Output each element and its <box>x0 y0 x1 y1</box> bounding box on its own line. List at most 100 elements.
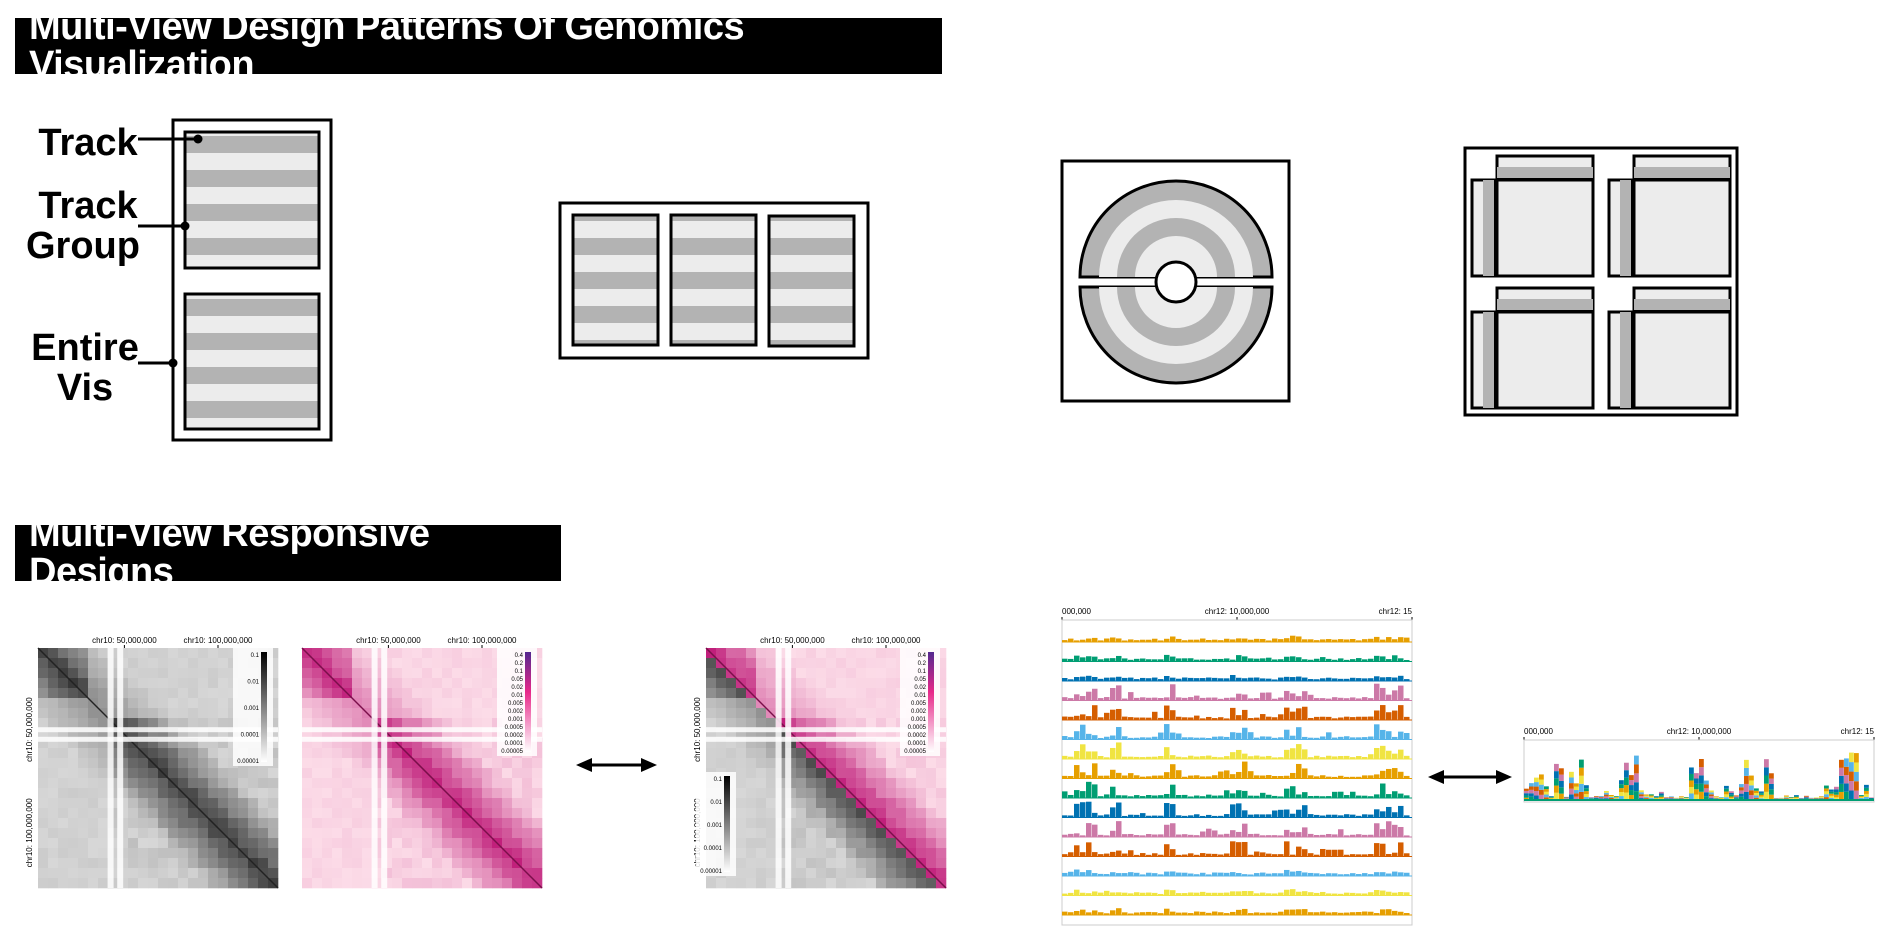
axis-tick-label: 000,000 <box>1062 607 1091 616</box>
colorbar-label: 0.01 <box>710 800 722 806</box>
section-title-responsive: Multi-View Responsive Designs <box>15 515 561 591</box>
track <box>1062 761 1412 779</box>
colorbar-label: 0.4 <box>515 653 524 659</box>
pointer-dot <box>180 221 190 231</box>
axis-tick-label: chr10: 100,000,000 <box>852 636 921 645</box>
track <box>1062 674 1412 682</box>
track <box>1062 683 1412 701</box>
axis-tick-label: chr10: 100,000,000 <box>184 636 253 645</box>
grid-view <box>1607 154 1732 278</box>
pointer-dot <box>168 358 178 368</box>
axis-tick-label: chr10: 50,000,000 <box>693 697 702 762</box>
colorbar-label: 0.1 <box>515 669 524 675</box>
colorbar-label: 0.001 <box>508 717 524 723</box>
section-title-patterns: Multi-View Design Patterns Of Genomics V… <box>15 8 942 84</box>
colorbar-label: 0.0001 <box>241 733 260 739</box>
track-group-top <box>183 130 321 270</box>
grid-view <box>1470 154 1595 278</box>
colorbar-label: 0.00001 <box>237 759 259 765</box>
label-entire-vis-line1: Entire <box>31 327 139 369</box>
colorbar-label: 0.1 <box>714 777 723 783</box>
colorbar-pink: 0.4 0.2 0.1 0.05 0.02 0.01 0.005 0.002 0.001 0.00… <box>497 648 537 756</box>
pointer-dot <box>193 134 203 144</box>
colorbar-gray: 0.1 0.01 0.001 0.0001 0.00001 <box>696 772 736 876</box>
colorbar-label: 0.002 <box>508 709 524 715</box>
track <box>1062 869 1412 877</box>
label-track: Track <box>38 122 138 164</box>
axis-tick-label: chr10: 100,000,000 <box>25 798 34 867</box>
track <box>1062 889 1412 896</box>
label-track-group-line2: Group <box>26 225 140 267</box>
colorbar-label: 0.0001 <box>505 741 524 747</box>
track <box>1062 908 1412 916</box>
track-group <box>571 213 660 347</box>
axis-tick-label: chr12: 10,000,000 <box>1205 607 1270 616</box>
axis-tick-label: chr12: 10,000,000 <box>1667 727 1732 736</box>
grid-view <box>1607 286 1732 410</box>
colorbar-label: 0.005 <box>508 701 524 707</box>
track <box>1062 705 1412 721</box>
axis-tick-label: chr10: 50,000,000 <box>356 636 421 645</box>
label-track-group-line1: Track <box>38 185 138 227</box>
circular-center-hole <box>1154 260 1198 304</box>
hic-heatmap: chr10: 50,000,000 chr10: 100,000,000 <box>301 636 543 889</box>
colorbar-label: 0.00005 <box>904 749 926 755</box>
colorbar-label: 0.2 <box>918 661 927 667</box>
colorbar-label: 0.0001 <box>704 846 723 852</box>
colorbar-label: 0.4 <box>918 653 927 659</box>
axis-tick-label: chr10: 50,000,000 <box>760 636 825 645</box>
colorbar-label: 0.05 <box>914 677 926 683</box>
colorbar-label: 0.0002 <box>908 733 927 739</box>
track <box>1062 821 1412 838</box>
colorbar-gray: 0.1 0.01 0.001 0.0001 0.00001 <box>233 648 273 766</box>
track <box>1062 781 1412 799</box>
track <box>1062 635 1412 643</box>
colorbar-label: 0.2 <box>515 661 524 667</box>
axis-tick-label: 000,000 <box>1524 727 1553 736</box>
colorbar-label: 0.00001 <box>700 869 722 875</box>
track-group <box>669 213 758 347</box>
axis-tick-label: chr10: 50,000,000 <box>92 636 157 645</box>
side-by-side-pattern <box>558 201 870 360</box>
colorbar-label: 0.001 <box>707 823 723 829</box>
linear-stack-pattern: Track Track Group Entire Vis <box>26 118 333 442</box>
colorbar-label: 0.001 <box>911 717 927 723</box>
grid-pattern <box>1463 146 1739 417</box>
colorbar-label: 0.05 <box>511 677 523 683</box>
track-group-bottom <box>183 292 321 431</box>
axis-tick-label: chr10: 100,000,000 <box>448 636 517 645</box>
double-arrow-icon <box>1428 770 1512 784</box>
colorbar-label: 0.01 <box>511 693 523 699</box>
colorbar-label: 0.005 <box>911 701 927 707</box>
colorbar-label: 0.00005 <box>501 749 523 755</box>
colorbar-label: 0.0005 <box>908 725 927 731</box>
grid-view <box>1470 286 1595 410</box>
track <box>1062 841 1412 857</box>
axis-tick-label: chr12: 15 <box>1841 727 1875 736</box>
colorbar-label: 0.002 <box>911 709 927 715</box>
track-group <box>767 214 856 348</box>
colorbar-label: 0.001 <box>244 706 260 712</box>
double-arrow-icon <box>576 758 657 772</box>
track <box>1062 801 1412 818</box>
track-overlay-view: 000,000 chr12: 10,000,000 chr12: 15 <box>1523 727 1875 803</box>
colorbar-label: 0.01 <box>247 680 259 686</box>
track <box>1062 742 1412 760</box>
track <box>1062 724 1412 740</box>
colorbar-label: 0.02 <box>914 685 926 691</box>
colorbar-label: 0.1 <box>918 669 927 675</box>
colorbar-label: 0.01 <box>914 693 926 699</box>
colorbar-label: 0.1 <box>251 653 260 659</box>
colorbar-label: 0.02 <box>511 685 523 691</box>
axis-tick-label: chr10: 50,000,000 <box>25 697 34 762</box>
colorbar-pink: 0.4 0.2 0.1 0.05 0.02 0.01 0.005 0.002 0.001 0.00… <box>900 648 940 756</box>
colorbar-label: 0.0001 <box>908 741 927 747</box>
track <box>1062 654 1412 662</box>
circular-pattern <box>1060 159 1291 403</box>
colorbar-label: 0.0005 <box>505 725 524 731</box>
label-entire-vis-line2: Vis <box>57 367 113 409</box>
